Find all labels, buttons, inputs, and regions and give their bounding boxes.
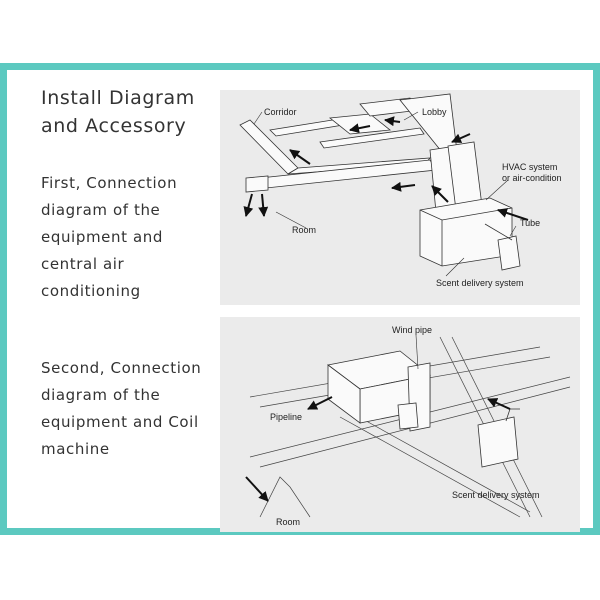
diagram-central-air-conditioning: Corridor Lobby HVAC system or air-condit… — [220, 90, 580, 305]
scent-delivery-label: Scent delivery system — [436, 278, 524, 288]
page-title: Install Diagram and Accessory — [41, 87, 195, 137]
coil-machine — [327, 350, 431, 432]
airflow-arrows — [243, 116, 529, 221]
wind-pipe-label: Wind pipe — [392, 325, 432, 335]
room-label: Room — [292, 225, 316, 235]
lobby-label: Lobby — [422, 107, 447, 117]
airflow-arrows — [245, 396, 511, 502]
tube-label: Tube — [520, 218, 540, 228]
content-area: Install Diagram and Accessory First, Con… — [7, 70, 593, 532]
corridor-label: Corridor — [264, 107, 297, 117]
duct-network — [239, 93, 521, 271]
teal-frame: Install Diagram and Accessory First, Con… — [0, 63, 600, 535]
pipeline-label: Pipeline — [270, 412, 302, 422]
diagram1-drawing: Corridor Lobby HVAC system or air-condit… — [239, 93, 562, 288]
scent-delivery-unit — [477, 408, 520, 468]
diagram2-drawing: Wind pipe Pipeline Scent delivery system… — [245, 325, 571, 527]
room-label: Room — [276, 517, 300, 527]
scent-delivery-label: Scent delivery system — [452, 490, 540, 500]
section-first-text: First, Connection diagram of the equipme… — [41, 174, 178, 300]
leader-lines — [415, 334, 419, 370]
leader-lines — [253, 111, 517, 277]
hvac-label-line2: or air-condition — [502, 173, 562, 183]
hvac-label-line1: HVAC system — [502, 162, 557, 172]
section-second-text: Second, Connection diagram of the equipm… — [41, 359, 202, 458]
diagram-coil-machine: Wind pipe Pipeline Scent delivery system… — [220, 317, 580, 532]
